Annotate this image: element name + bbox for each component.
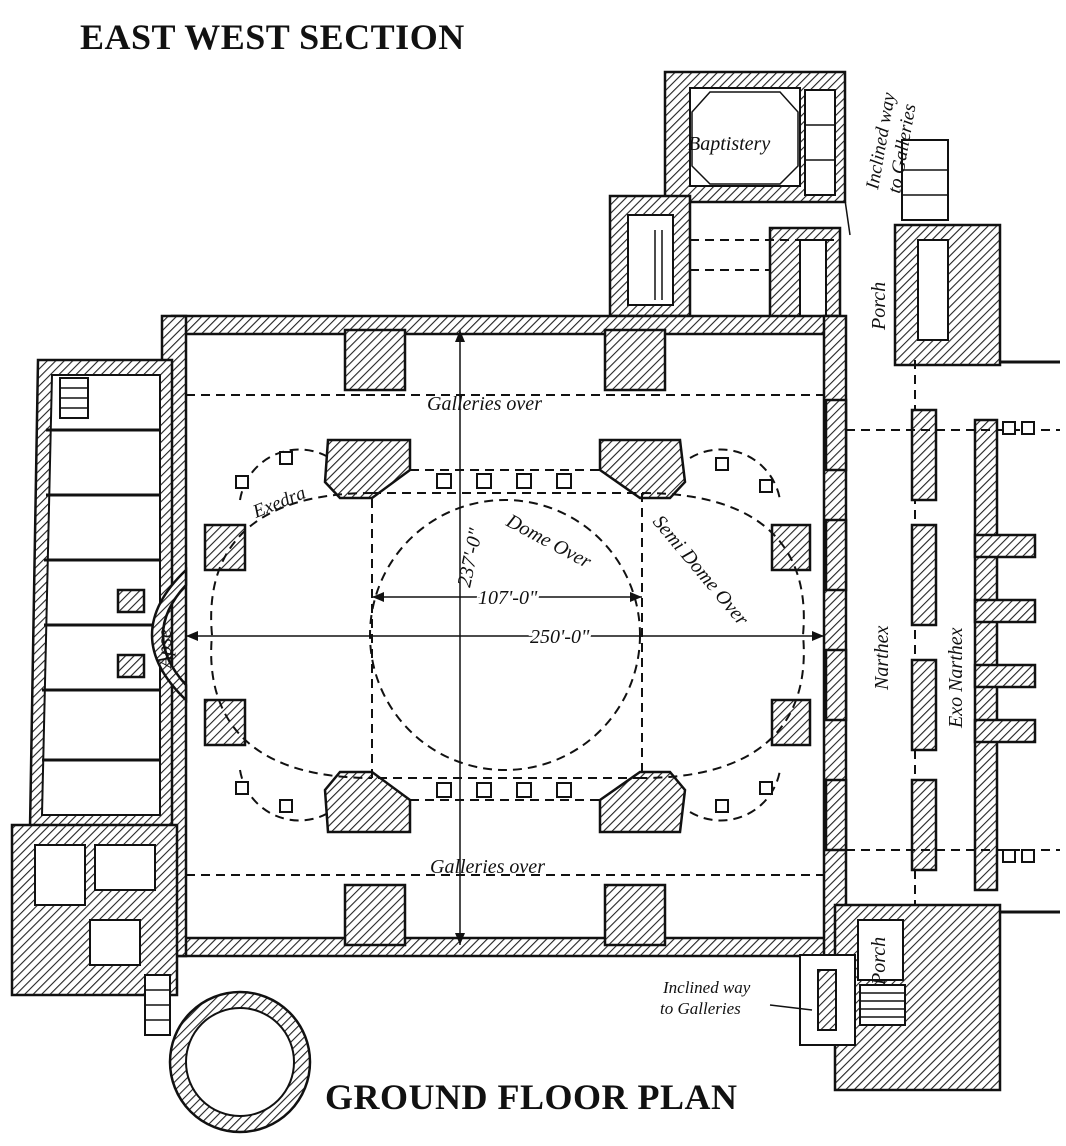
apse	[116, 567, 188, 703]
west-annex	[10, 358, 179, 1036]
round-tower	[168, 990, 312, 1134]
label-semi-dome-over: Semi Dome Over	[648, 511, 753, 630]
label-galleries-north: Galleries over	[427, 393, 542, 415]
label-porch-top: Porch	[868, 282, 890, 331]
colonnade	[235, 421, 1035, 863]
label-inclined-way-bottom-2: to Galleries	[660, 999, 741, 1018]
north-annex	[608, 139, 1002, 367]
narthex	[824, 360, 1060, 935]
dimension-lines	[186, 199, 851, 1011]
dimension-107: 107'-0"	[478, 587, 538, 609]
label-porch-bottom: Porch	[868, 937, 890, 986]
label-baptistery: Baptistery	[688, 133, 770, 155]
dimension-237: 237'-0"	[453, 526, 487, 589]
south-porch-block	[799, 903, 1002, 1092]
label-apse: Apse	[154, 629, 176, 670]
dimension-250: 250'-0"	[530, 626, 590, 648]
plan-title: GROUND FLOOR PLAN	[325, 1077, 738, 1117]
label-inclined-way-bottom-1: Inclined way	[662, 978, 751, 997]
baptistery-block	[663, 70, 847, 204]
section-title: EAST WEST SECTION	[80, 17, 465, 57]
label-exo-narthex: Exo Narthex	[945, 627, 967, 729]
label-dome-over: Dome Over	[502, 510, 595, 574]
label-narthex: Narthex	[871, 625, 893, 691]
label-exedra: Exedra	[249, 483, 309, 523]
label-galleries-south: Galleries over	[430, 856, 545, 878]
